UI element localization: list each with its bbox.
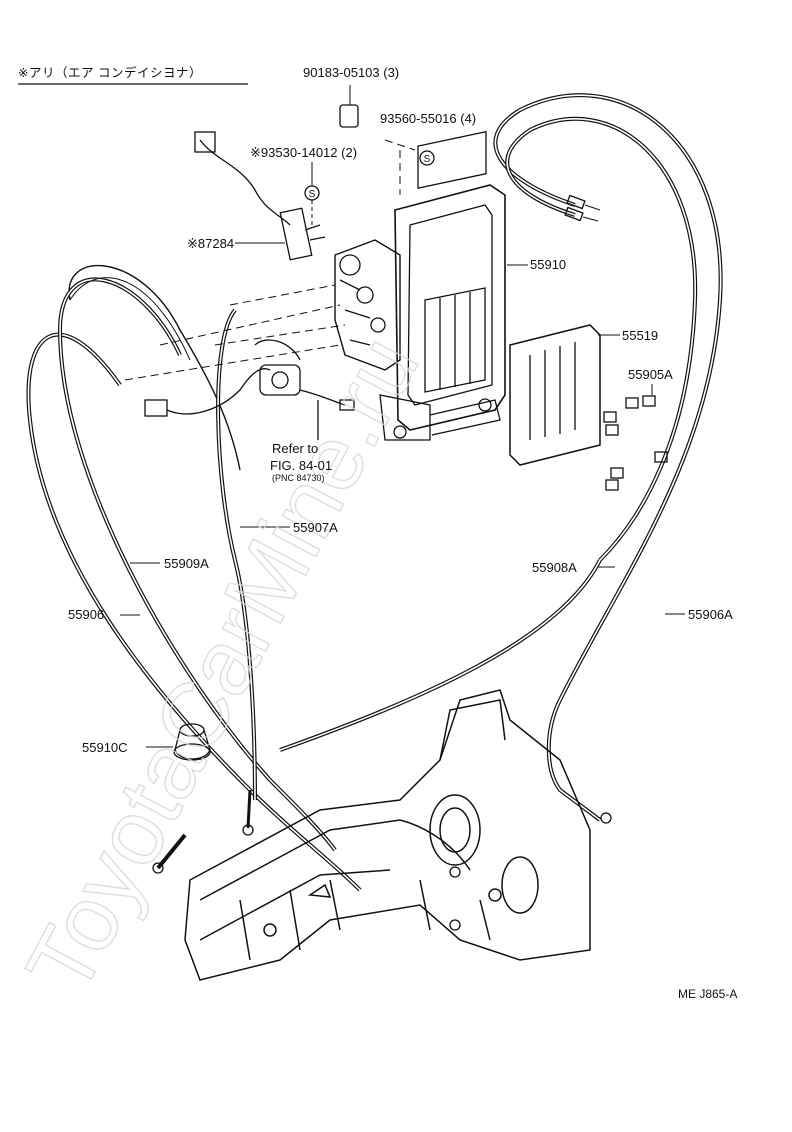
cable-55907A (216, 308, 257, 801)
label-55906A: 55906A (688, 607, 733, 622)
label-55908A: 55908A (532, 560, 577, 575)
mechanism (334, 239, 401, 371)
label-55907A: 55907A (293, 520, 338, 535)
label-55910: 55910 (530, 257, 567, 272)
label-fig-84-01: FIG. 84-01 (270, 458, 333, 473)
cable-55906A-inner (494, 94, 722, 821)
cable-end-2 (564, 206, 584, 222)
cable-thin-left (69, 277, 191, 361)
label-refer-to: Refer to (272, 441, 319, 456)
cable-55906A (493, 93, 723, 822)
screw-symbol-93560 (419, 150, 435, 166)
label-55909A: 55909A (164, 556, 209, 571)
heater-unit (184, 689, 591, 981)
nut-5 (449, 866, 461, 878)
label-55910C: 55910C (82, 740, 128, 755)
nut-3 (600, 812, 612, 824)
cable-end-left (156, 833, 187, 870)
connector-left (144, 399, 168, 417)
cover-plate-55519 (509, 324, 601, 466)
cable-55909A-inner (59, 278, 336, 851)
label-55519: 55519 (622, 328, 659, 343)
clip-90183 (339, 104, 359, 128)
cable-55908A-inner (279, 559, 601, 751)
label-87284: ※87284 (187, 236, 235, 251)
label-55906: 55906 (68, 607, 105, 622)
control-panel-55910 (379, 130, 506, 441)
bracket-87284 (194, 131, 326, 261)
screw-s-2: S (424, 154, 431, 165)
cable-end-mid (246, 789, 252, 829)
nut-4 (449, 919, 461, 931)
cable-55906-inner (27, 334, 361, 891)
clips-55905A (603, 395, 668, 491)
label-90183-05103: 90183-05103 (3) (303, 65, 400, 80)
cable-55908A-right-inner (506, 118, 696, 561)
screw-s-1: S (309, 189, 316, 200)
actuator-motor (254, 339, 355, 440)
cable-end-1 (566, 194, 586, 210)
header-note: ※アリ（エア コンデイシヨナ） (18, 66, 202, 80)
leader-dashed (124, 139, 416, 381)
nut-1 (152, 862, 164, 874)
diagram-code: ME J865-A (678, 987, 738, 1001)
label-pnc-84730: (PNC 84730) (272, 473, 325, 483)
cable-55907A-inner (217, 309, 256, 801)
label-93530-14012: ※93530-14012 (2) (250, 145, 358, 160)
cable-55908A (68, 265, 241, 471)
label-93560-55016: 93560-55016 (4) (380, 111, 477, 126)
cable-wire-tip (582, 204, 601, 222)
leader-lines (120, 85, 685, 748)
label-55905A: 55905A (628, 367, 673, 382)
grommet-55910C (173, 723, 211, 761)
